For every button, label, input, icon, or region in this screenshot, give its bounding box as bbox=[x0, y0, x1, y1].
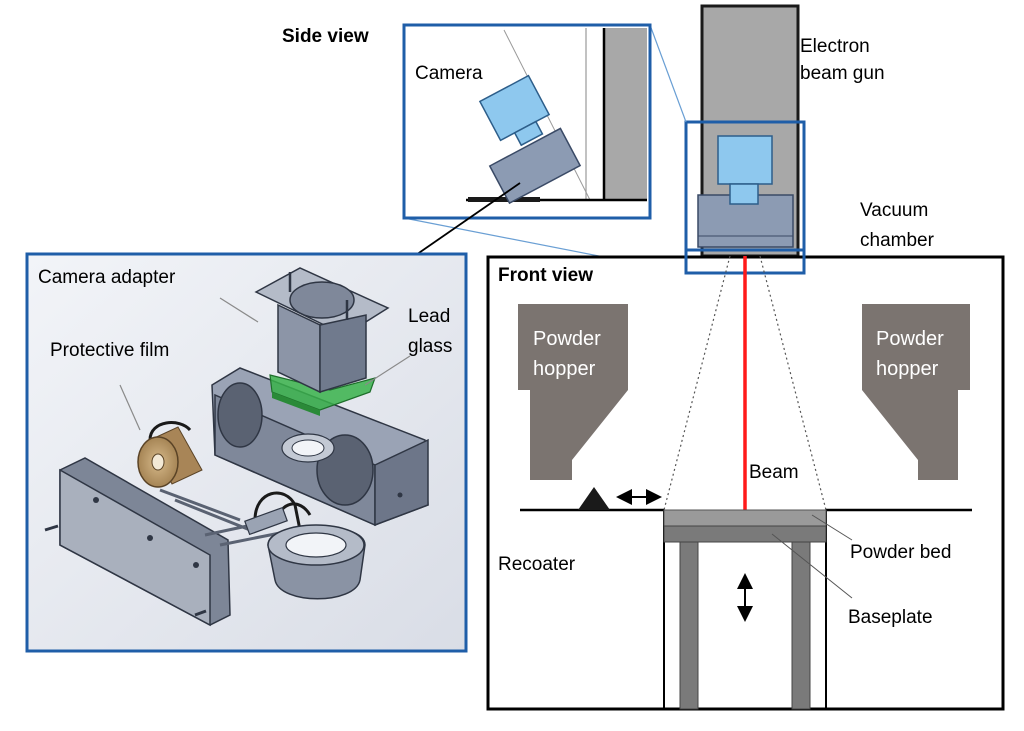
powder-hopper-right bbox=[862, 304, 970, 480]
side-view-inset: Camera bbox=[402, 23, 652, 220]
beam-scan-cone bbox=[663, 255, 827, 511]
build-tank bbox=[663, 510, 827, 709]
powder-bed-label: Powder bed bbox=[850, 542, 951, 563]
powder-hopper-left-label-line2: hopper bbox=[533, 358, 596, 380]
lead-glass-label-line2: glass bbox=[408, 336, 452, 357]
side-view-title: Side view bbox=[282, 26, 369, 47]
baseplate-label: Baseplate bbox=[848, 607, 933, 628]
powder-hopper-right-label-line2: hopper bbox=[876, 358, 939, 380]
electron-gun-label-line2: beam gun bbox=[800, 63, 885, 84]
film-roller bbox=[244, 506, 288, 536]
baseplate bbox=[663, 525, 827, 543]
lens-ring bbox=[267, 524, 366, 600]
electron-gun-label-line1: Electron bbox=[800, 36, 870, 57]
piston-right-leg bbox=[791, 541, 811, 710]
side-to-exploded-connector bbox=[399, 182, 521, 267]
vacuum-chamber-label-line1: Vacuum bbox=[860, 200, 928, 221]
camera-adapter-label: Camera adapter bbox=[38, 267, 176, 288]
powder-bed bbox=[663, 509, 827, 527]
lead-glass bbox=[269, 374, 376, 416]
side-view-camera-label: Camera bbox=[415, 63, 483, 84]
piston-left-leg bbox=[679, 541, 699, 710]
recoater-label: Recoater bbox=[498, 554, 576, 575]
protective-film-label: Protective film bbox=[50, 340, 169, 361]
gun-camera-housing bbox=[697, 135, 794, 248]
lead-glass-label-line1: Lead bbox=[408, 306, 450, 327]
protective-film-spool bbox=[137, 421, 203, 488]
powder-hopper-left bbox=[518, 304, 628, 480]
mounting-plate bbox=[44, 457, 231, 627]
camera-housing bbox=[211, 367, 429, 527]
front-view-title: Front view bbox=[498, 265, 593, 286]
vacuum-chamber-label-line2: chamber bbox=[860, 230, 935, 251]
beam-label: Beam bbox=[749, 462, 799, 483]
recoater bbox=[578, 487, 610, 510]
front-leader-lines bbox=[771, 514, 853, 599]
camera-adapter bbox=[254, 267, 390, 394]
powder-hopper-left-label-line1: Powder bbox=[533, 328, 601, 350]
exploded-leader-lines bbox=[119, 297, 411, 431]
powder-hopper-right-label-line1: Powder bbox=[876, 328, 944, 350]
